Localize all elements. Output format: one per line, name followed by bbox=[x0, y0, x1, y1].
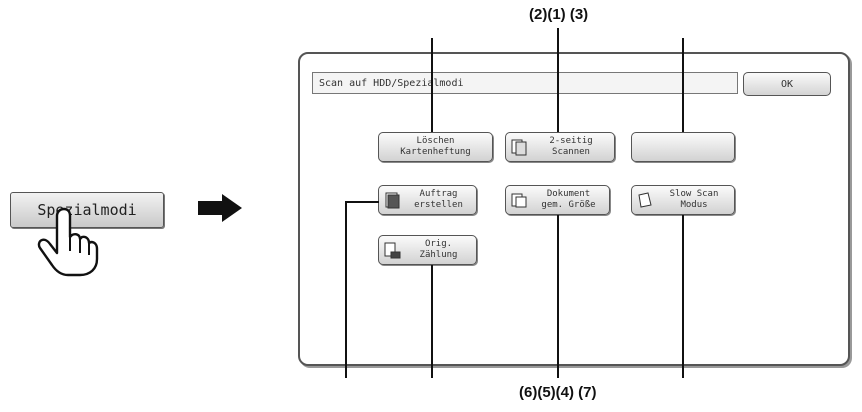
duplex-page-icon bbox=[511, 139, 527, 156]
card-shot-erase-button[interactable]: Löschen Kartenheftung bbox=[378, 132, 493, 162]
job-build-label-1: Auftrag bbox=[419, 189, 458, 199]
screen-title: Scan auf HDD/Spezialmodi bbox=[312, 72, 738, 94]
callout-line-5 bbox=[431, 265, 433, 378]
card-shot-erase-label: Löschen Kartenheftung bbox=[400, 136, 471, 157]
ok-button[interactable]: OK bbox=[743, 72, 831, 96]
duplex-scan-label-2: Scannen bbox=[552, 147, 590, 157]
duplex-scan-label-1: 2-seitig bbox=[549, 136, 593, 146]
callout-line-2 bbox=[431, 38, 433, 132]
callout-line-7 bbox=[682, 215, 684, 378]
duplex-scan-button[interactable]: 2-seitig Scannen bbox=[505, 132, 615, 162]
callout-line-3 bbox=[682, 38, 684, 132]
blank-button[interactable] bbox=[631, 132, 735, 162]
original-count-button[interactable]: Orig. Zählung bbox=[378, 235, 477, 265]
callout-line-6-horizontal bbox=[345, 201, 379, 203]
slow-scan-label-2: Modus bbox=[680, 200, 708, 210]
slow-scan-label-1: Slow Scan bbox=[669, 189, 719, 199]
mixed-size-label-1: Dokument bbox=[546, 189, 591, 199]
job-build-button[interactable]: Auftrag erstellen bbox=[378, 185, 477, 215]
bottom-callout-label: (6)(5)(4) (7) bbox=[519, 384, 597, 401]
job-build-icon bbox=[385, 192, 400, 209]
mixed-size-label-2: gem. Größe bbox=[541, 200, 596, 210]
slow-scan-mode-button[interactable]: Slow Scan Modus bbox=[631, 185, 735, 215]
original-count-icon bbox=[384, 242, 401, 259]
original-count-label-1: Orig. bbox=[424, 239, 453, 249]
callout-line-4 bbox=[557, 215, 559, 378]
right-arrow-icon bbox=[198, 194, 242, 222]
callout-line-6-vertical bbox=[345, 202, 347, 378]
document-size-icon bbox=[511, 193, 527, 208]
slow-scan-icon bbox=[638, 192, 652, 208]
top-callout-label: (2)(1) (3) bbox=[529, 6, 589, 23]
pointing-hand-icon bbox=[37, 207, 99, 277]
mixed-size-original-button[interactable]: Dokument gem. Größe bbox=[505, 185, 610, 215]
job-build-label-2: erstellen bbox=[414, 200, 463, 210]
callout-line-1 bbox=[557, 28, 559, 132]
original-count-label-2: Zählung bbox=[419, 250, 458, 260]
